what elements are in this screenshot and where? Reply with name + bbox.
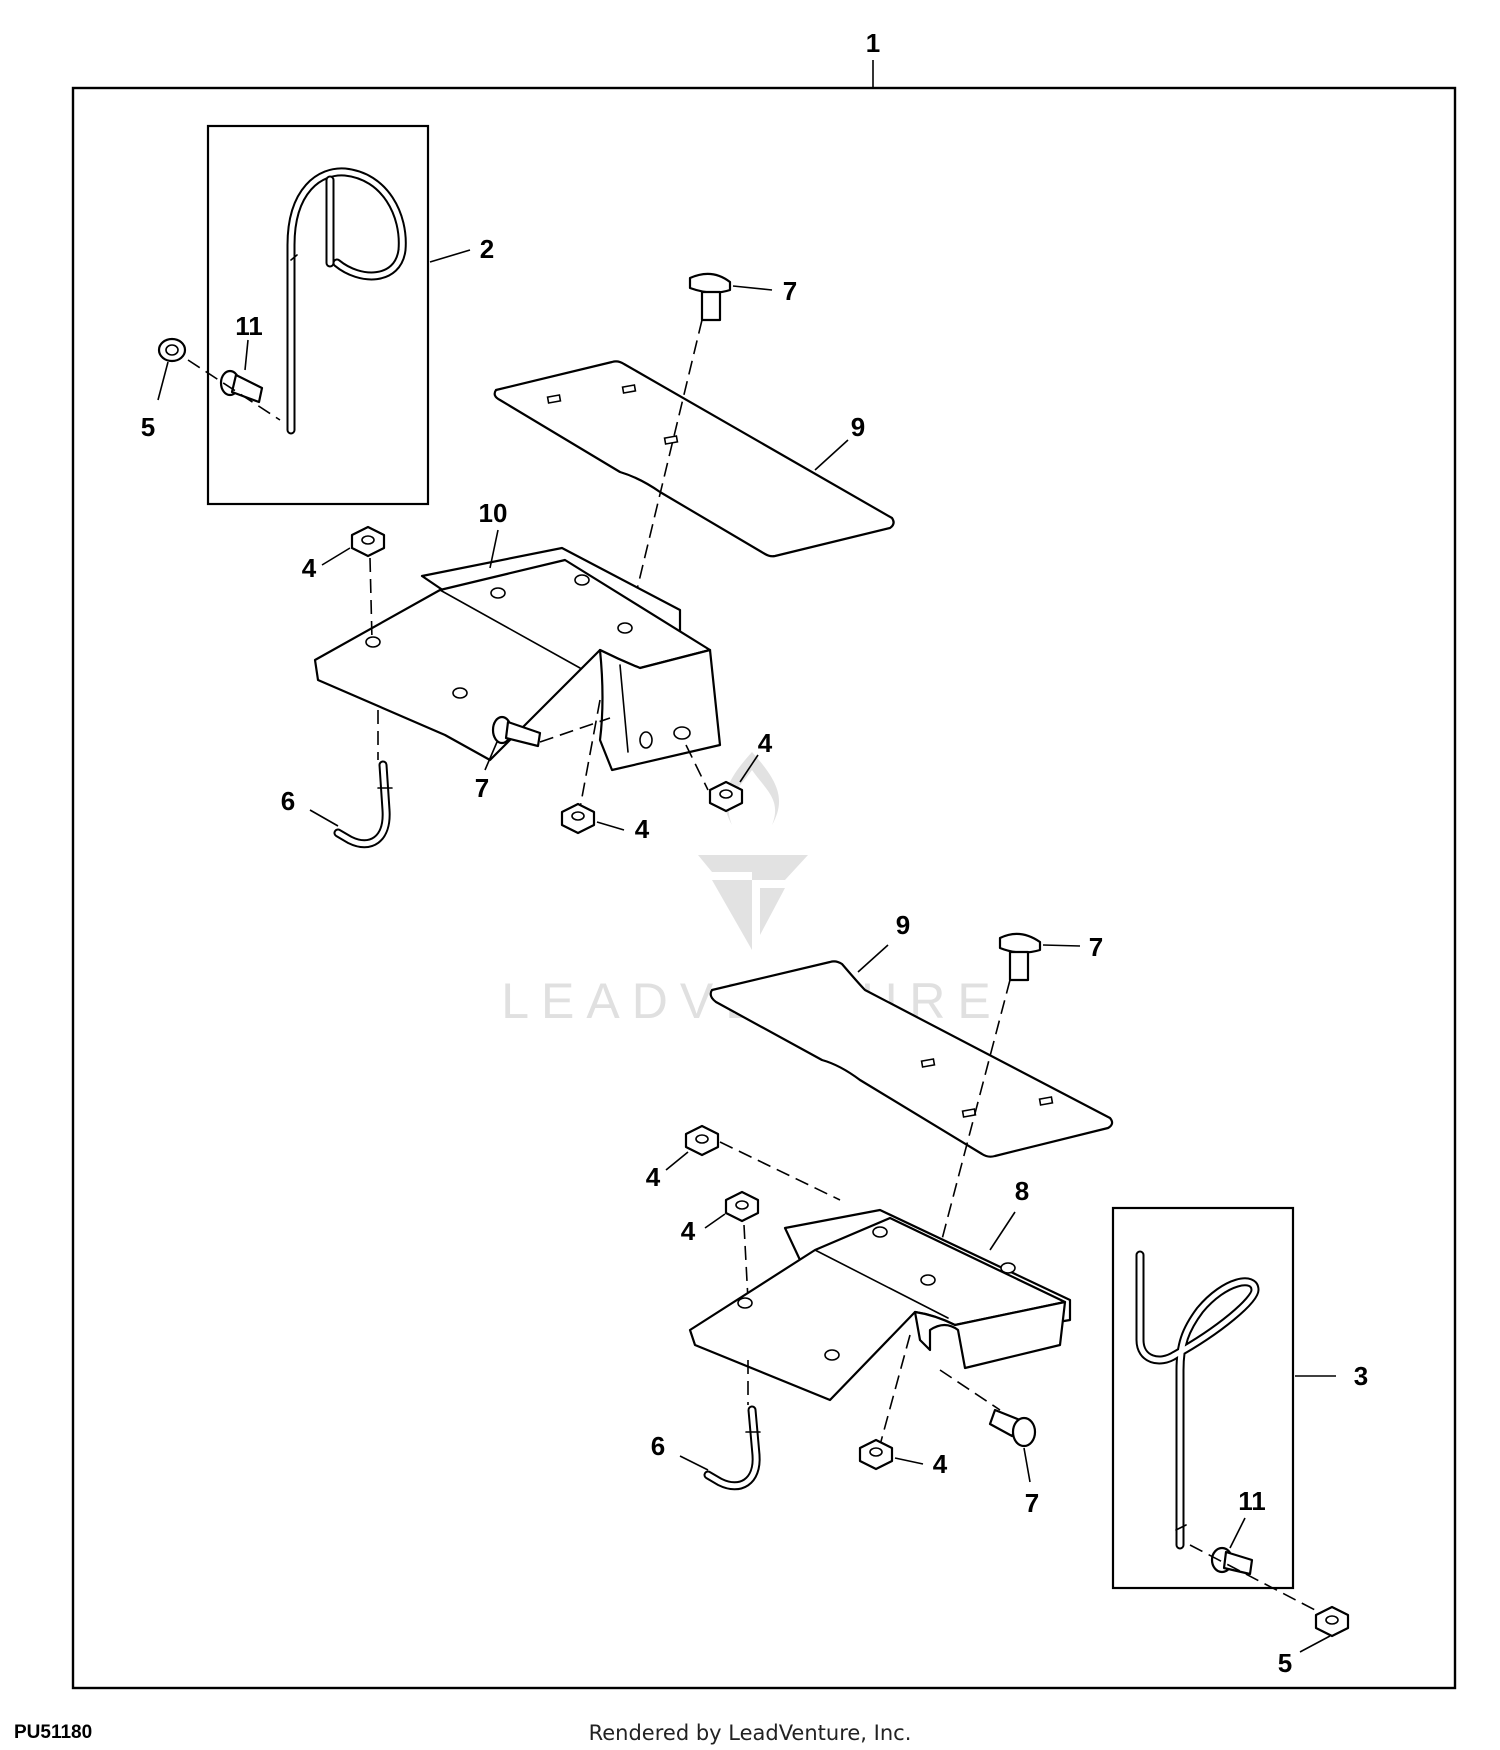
- callout-4-lower-bottom[interactable]: 4: [933, 1449, 948, 1479]
- callout-7-upper-side[interactable]: 7: [475, 773, 489, 803]
- nut-4-lower-top: [684, 1124, 720, 1157]
- callout-6-upper[interactable]: 6: [281, 786, 295, 816]
- callout-5-upper[interactable]: 5: [141, 412, 155, 442]
- callout-4-lower-top[interactable]: 4: [646, 1162, 661, 1192]
- callout-9-lower[interactable]: 9: [896, 910, 910, 940]
- callout-7-upper-top[interactable]: 7: [783, 276, 797, 306]
- callout-4-upper-top[interactable]: 4: [302, 553, 317, 583]
- carriage-bolt-7-upper-side: [491, 715, 542, 748]
- nut-4-lower-bottom: [858, 1438, 894, 1471]
- bolt-11-lower: [1210, 1546, 1254, 1576]
- callout-6-lower[interactable]: 6: [651, 1431, 665, 1461]
- inset-box-2: [206, 124, 430, 506]
- callout-2[interactable]: 2: [480, 234, 494, 264]
- bracket-8-lower: [688, 1208, 1072, 1402]
- callout-8[interactable]: 8: [1015, 1176, 1029, 1206]
- plate-9-upper: [493, 360, 895, 558]
- hook-bolt-6-upper: [333, 760, 393, 849]
- callout-4-upper-bottom[interactable]: 4: [635, 814, 650, 844]
- carriage-bolt-7-lower-top: [998, 932, 1042, 982]
- carriage-bolt-7-lower-side: [988, 1408, 1037, 1448]
- inset-box-3: [1111, 1206, 1295, 1590]
- nut-4-upper-top: [350, 525, 386, 558]
- callout-1[interactable]: 1: [866, 28, 880, 58]
- nut-4-lower-mid: [724, 1190, 760, 1223]
- nut-4-upper-bottom: [560, 802, 596, 835]
- callout-11-lower[interactable]: 11: [1238, 1486, 1266, 1516]
- nut-5-upper: [157, 337, 187, 363]
- callout-9-upper[interactable]: 9: [851, 412, 865, 442]
- nut-4-upper-side: [708, 780, 744, 813]
- hairpin-clip-upper: [286, 167, 407, 435]
- hook-bolt-6-lower: [703, 1405, 761, 1491]
- plate-9-lower: [709, 960, 1114, 1158]
- bolt-11-upper: [219, 369, 264, 404]
- carriage-bolt-7-upper-top: [688, 272, 732, 322]
- hairpin-clip-lower: [1135, 1250, 1260, 1550]
- assembly-frame: [71, 86, 1457, 1690]
- figure-code: PU51180: [14, 1722, 93, 1743]
- render-credit: Rendered by LeadVenture, Inc.: [588, 1721, 912, 1745]
- callout-4-upper-side[interactable]: 4: [758, 728, 773, 758]
- callout-7-lower-top[interactable]: 7: [1089, 932, 1103, 962]
- callout-7-lower-side[interactable]: 7: [1025, 1488, 1039, 1518]
- nut-5-lower: [1314, 1605, 1350, 1638]
- callout-4-lower-mid[interactable]: 4: [681, 1216, 696, 1246]
- callout-11-upper[interactable]: 11: [235, 311, 263, 341]
- callout-3[interactable]: 3: [1354, 1361, 1368, 1391]
- callout-5-lower[interactable]: 5: [1278, 1648, 1292, 1678]
- callout-10[interactable]: 10: [479, 498, 508, 528]
- leadventure-logo-icon: [698, 752, 808, 950]
